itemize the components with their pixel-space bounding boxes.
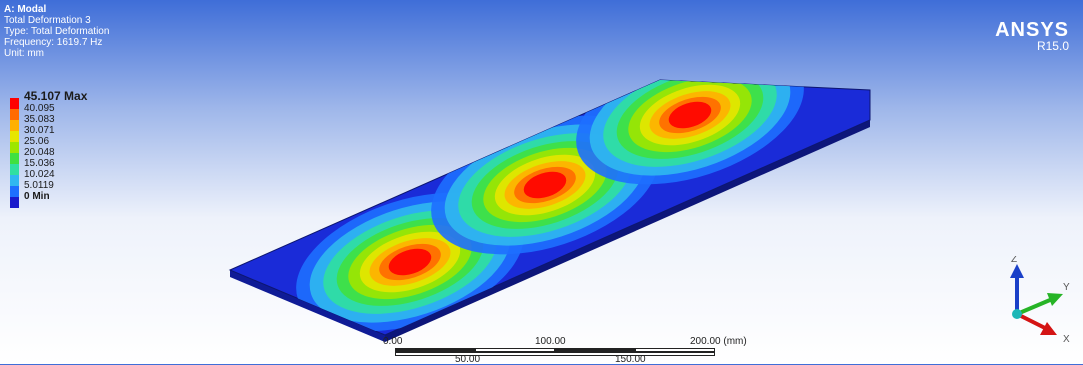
logo-version: R15.0 [1036, 39, 1069, 53]
result-name: Total Deformation 3 [4, 15, 91, 26]
legend-row: 30.071 [10, 125, 130, 142]
legend-swatch [10, 131, 19, 142]
legend-row-max: 45.107 Max [10, 90, 130, 109]
scale-label: 100.00 [535, 336, 566, 347]
legend-swatch [10, 153, 19, 164]
result-frequency: Frequency: 1619.7 Hz [4, 37, 103, 48]
contour-band [668, 101, 712, 129]
legend-value: 30.071 [24, 125, 55, 136]
deformation-peak-1 [296, 192, 524, 332]
result-info: A: Modal Total Deformation 3 Type: Total… [4, 4, 109, 59]
scale-label: 200.00 (mm) [690, 336, 747, 347]
axis-y-label: Y [1063, 282, 1070, 293]
color-legend[interactable]: 45.107 Max 40.095 35.083 30.071 25.06 20… [10, 90, 130, 208]
axis-z-label: Z [1011, 256, 1017, 265]
scale-label: 0.00 [383, 336, 403, 347]
legend-row: 25.06 [10, 136, 130, 153]
legend-value: 20.048 [24, 147, 55, 158]
legend-swatch [10, 120, 19, 131]
result-unit: Unit: mm [4, 48, 44, 59]
plate-side [230, 270, 385, 342]
ansys-logo: ANSYS R15.0 [995, 20, 1069, 53]
legend-value: 5.0119 [24, 180, 54, 191]
contour-band [388, 248, 432, 276]
result-type: Type: Total Deformation [4, 26, 110, 37]
legend-value: 10.024 [24, 169, 55, 180]
legend-value: 40.095 [24, 103, 55, 114]
legend-swatch [10, 175, 19, 186]
contour-band [523, 171, 567, 199]
analysis-title: A: Modal [4, 4, 47, 15]
scale-label: 150.00 [615, 354, 646, 365]
scale-label: 50.00 [455, 354, 481, 365]
legend-swatch [10, 109, 19, 120]
coordinate-triad[interactable]: Z Y X [1005, 256, 1075, 346]
legend-max-label: 45.107 Max [24, 89, 88, 103]
legend-value: 15.036 [24, 158, 55, 169]
legend-min-label: 0 Min [24, 191, 50, 202]
legend-swatch [10, 164, 19, 175]
logo-name: ANSYS [995, 19, 1069, 41]
legend-row: 20.048 [10, 147, 130, 164]
legend-row: 35.083 [10, 114, 130, 131]
legend-row: 15.036 [10, 158, 130, 175]
legend-swatch [10, 186, 19, 197]
plate-side-front [385, 120, 870, 342]
legend-swatch [10, 197, 19, 208]
legend-row: 40.095 [10, 103, 130, 120]
legend-swatch [10, 142, 19, 153]
scale-bar-graphic [395, 348, 715, 356]
legend-row: 5.0119 [10, 180, 130, 197]
legend-row: 10.024 [10, 169, 130, 186]
legend-value: 35.083 [24, 114, 55, 125]
legend-swatch [10, 98, 19, 109]
axis-x-label: X [1063, 334, 1070, 345]
legend-row-min: 0 Min [10, 191, 130, 208]
legend-value: 25.06 [24, 136, 50, 147]
